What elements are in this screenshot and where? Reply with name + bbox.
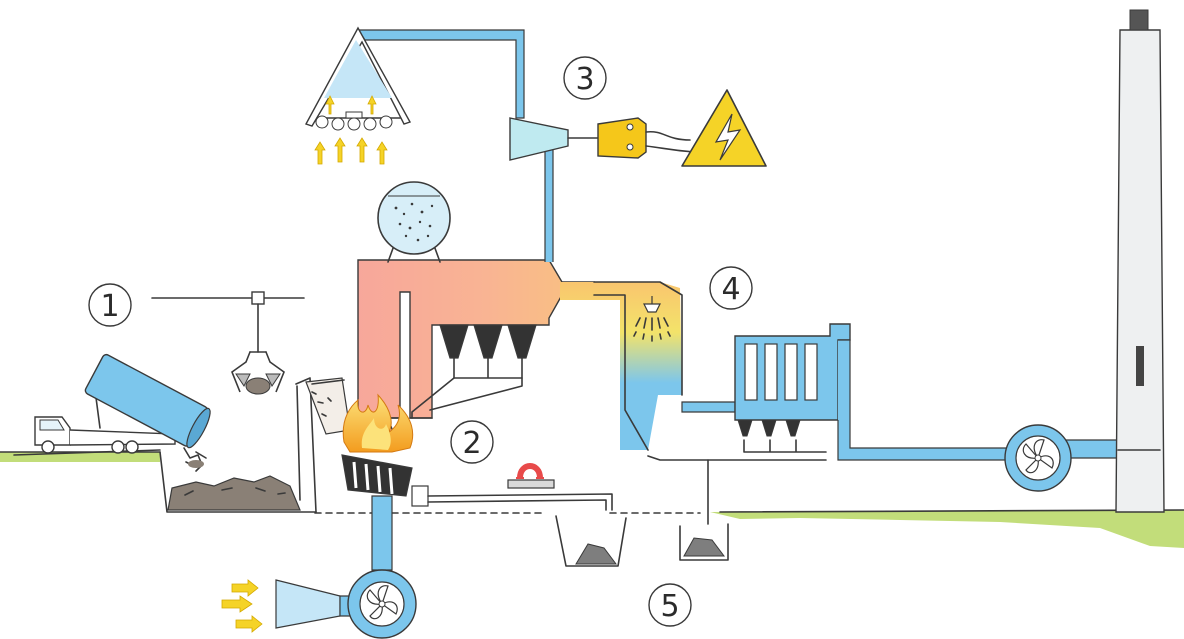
svg-text:2: 2 (462, 426, 481, 461)
ash-pile-icon (575, 523, 729, 565)
electrostatic-filter-icon (681, 323, 1011, 461)
ash-conveyor (411, 485, 613, 511)
chimney-icon (1115, 9, 1165, 513)
steam-drum-icon (377, 181, 451, 263)
svg-text:1: 1 (100, 289, 119, 324)
high-voltage-icon (681, 89, 767, 167)
truck-icon (34, 353, 211, 472)
fire-icon (342, 393, 414, 453)
magnet-icon (507, 463, 555, 489)
generator-icon (597, 117, 695, 159)
fan-icon (1004, 424, 1119, 492)
svg-text:4: 4 (721, 272, 740, 307)
condenser-icon (304, 26, 412, 165)
svg-text:3: 3 (575, 62, 594, 97)
combustion-air-fan (347, 495, 417, 639)
spray-nozzle-icon (633, 296, 671, 342)
ground (0, 449, 1184, 548)
svg-text:5: 5 (660, 589, 679, 624)
turbine-icon (509, 117, 599, 161)
ash-hoppers (411, 324, 537, 419)
step-label-3: 3 (563, 56, 607, 100)
step-label-2: 2 (450, 420, 494, 464)
step-label-5: 5 (648, 583, 692, 627)
step-label-4: 4 (709, 266, 753, 310)
bottom-ash-pit (555, 515, 627, 567)
flue-duct (560, 281, 683, 451)
waste-bunker (159, 377, 317, 513)
boiler-furnace (357, 259, 595, 441)
step-label-1: 1 (88, 283, 132, 327)
waste-pile-icon (167, 475, 301, 511)
fly-ash-lines (647, 439, 827, 525)
grate (341, 454, 413, 497)
grab-crane-icon (151, 291, 305, 395)
